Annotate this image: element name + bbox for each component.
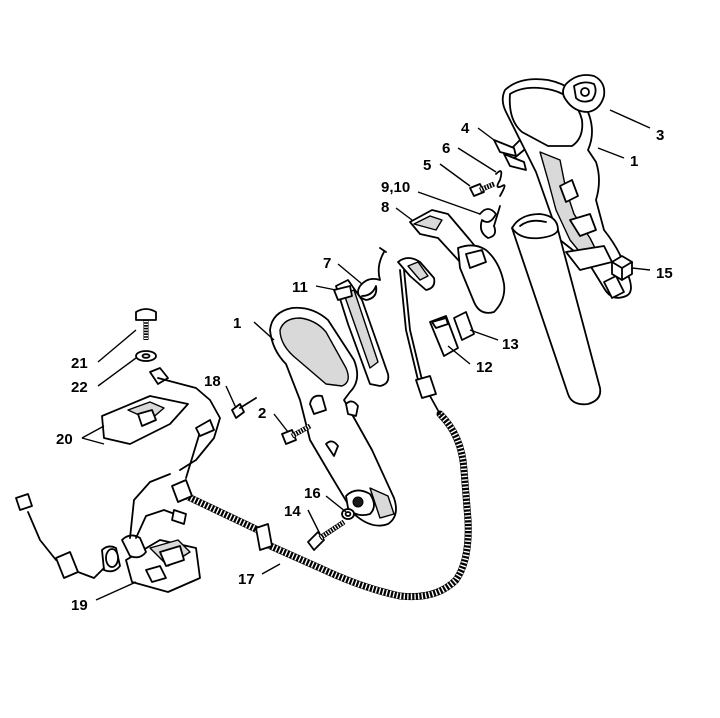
label-15: 15 [656,265,673,282]
label-9-10: 9,10 [381,179,410,196]
handle-housing-lower [269,306,397,527]
part-labels: 3 1 15 4 6 5 9,10 8 7 11 1 13 12 21 22 1… [56,120,673,614]
plate-part-12 [429,315,459,357]
label-8: 8 [381,199,389,216]
label-2: 2 [258,405,266,422]
switch-assembly-part-19 [15,473,201,593]
spring-part-7 [357,247,387,301]
label-13: 13 [502,336,519,353]
clip-part-4 [493,139,527,171]
label-19: 19 [71,597,88,614]
washer-part-22 [135,350,157,362]
plate-part-13 [453,311,475,341]
bolt-part-14 [307,519,346,551]
label-21: 21 [71,355,88,372]
tube [511,213,602,406]
screw-part-2 [281,423,312,445]
handle-housing-upper [501,78,632,299]
bracket-part-11 [333,279,390,387]
coiled-cable-part-17 [171,395,472,601]
nut-part-15 [611,255,633,281]
label-17: 17 [238,571,255,588]
label-5: 5 [423,157,431,174]
label-1-upper: 1 [630,153,638,170]
leader-lines [81,109,651,601]
spring-part-9-10 [479,205,501,239]
label-22: 22 [71,379,88,396]
label-4: 4 [461,120,470,137]
label-3: 3 [656,127,664,144]
cap-part-3 [562,74,606,113]
screw-part-21 [135,308,157,340]
label-1-lower: 1 [233,315,241,332]
spring-part-6 [495,170,506,197]
label-18: 18 [204,373,221,390]
label-12: 12 [476,359,493,376]
label-11: 11 [292,279,308,296]
label-7: 7 [323,255,331,272]
label-20: 20 [56,431,73,448]
label-14: 14 [284,503,301,520]
label-16: 16 [304,485,321,502]
lever-part-8 [409,209,506,314]
switch-bracket-part-20 [101,367,221,471]
label-6: 6 [442,140,450,157]
cable-connector [397,257,437,399]
screw-part-5 [469,181,495,197]
pin-part-18 [231,397,257,419]
